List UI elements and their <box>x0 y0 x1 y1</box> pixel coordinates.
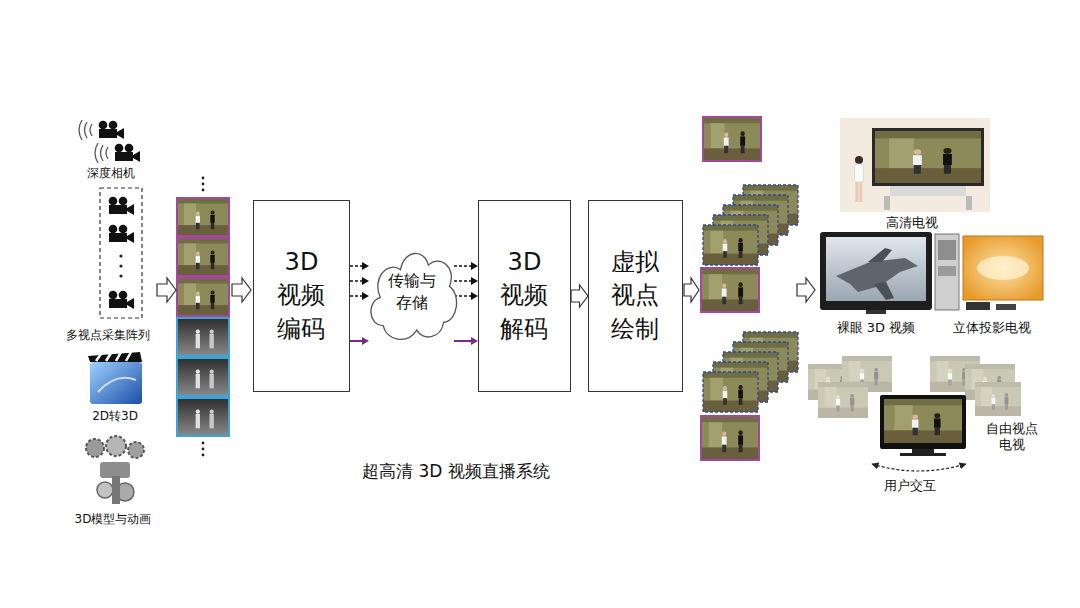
node-text: 3D 视频 编码 <box>270 246 332 347</box>
cloud-shape: 传输与 存储 <box>364 236 460 348</box>
text-label: 立体投影电视 <box>953 320 1031 336</box>
process-box: 3D 视频 解码 <box>478 200 571 392</box>
input-views <box>177 177 229 457</box>
flow-connector <box>350 262 369 345</box>
node-text: 传输与 存储 <box>386 270 439 315</box>
free-viewpoint-tv <box>808 356 1021 471</box>
text-label: 2D转3D <box>92 409 138 424</box>
text-label: 深度相机 <box>87 166 135 181</box>
hdtv-photo <box>840 118 990 212</box>
text-label: 自由视点 电视 <box>984 421 1040 454</box>
node-text: 3D 视频 解码 <box>493 246 555 347</box>
camera-array <box>100 188 142 318</box>
text-label: 裸眼 3D 视频 <box>837 320 916 336</box>
cloud-outline <box>364 236 460 348</box>
text-label: 3D模型与动画 <box>75 512 152 527</box>
projection-tv <box>935 234 1043 310</box>
process-box: 虚拟 视点 绘制 <box>588 200 683 392</box>
diagram-caption: 超高清 3D 视频直播系统 <box>362 461 550 482</box>
flow-connector <box>571 285 588 307</box>
text-label: 多视点采集阵列 <box>66 328 150 343</box>
autostereo-tv <box>820 232 932 314</box>
text-label: 高清电视 <box>886 215 938 231</box>
node-text: 虚拟 视点 绘制 <box>604 246 666 347</box>
process-box: 3D 视频 编码 <box>253 200 350 392</box>
text-label: 用户交互 <box>884 478 936 494</box>
output-views <box>701 117 798 460</box>
depth-cameras <box>79 120 140 163</box>
flow-connector <box>454 262 478 345</box>
clapperboard-icon <box>88 352 142 404</box>
gear-models <box>86 436 144 504</box>
